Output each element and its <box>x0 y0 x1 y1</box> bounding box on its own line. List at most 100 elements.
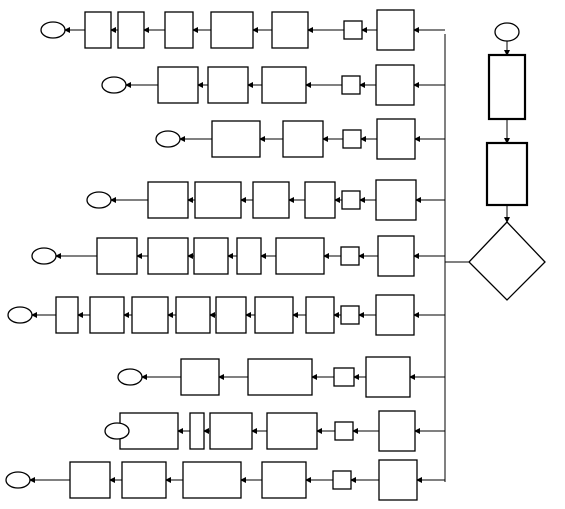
branch-3-step-3 <box>282 120 324 158</box>
branch-1-step-4 <box>210 11 254 49</box>
branch-8-step-5 <box>189 412 205 450</box>
branch-1-step-3 <box>271 11 309 49</box>
decision-node-shape <box>468 221 546 301</box>
branch-9-step-4 <box>182 461 242 499</box>
branch-7-step-1-shape <box>365 356 411 398</box>
nodes <box>5 9 546 501</box>
branch-5-step-5 <box>193 237 229 275</box>
branch-9-step-5-shape <box>121 461 167 499</box>
branch-3-step-1-shape <box>376 118 416 160</box>
end-node-9-shape <box>5 471 31 489</box>
branch-3-step-2 <box>342 129 362 149</box>
branch-1-step-1-shape <box>376 9 415 51</box>
branch-7-step-3-shape <box>247 358 313 396</box>
process-box-2 <box>485 141 529 207</box>
branch-5-step-5-shape <box>193 237 229 275</box>
branch-1-step-2 <box>343 20 363 40</box>
branch-4-step-2-shape <box>341 190 361 210</box>
end-node-5 <box>31 247 57 265</box>
branch-7-step-1 <box>365 356 411 398</box>
branch-6-step-1-shape <box>375 294 415 336</box>
branch-9-step-5 <box>121 461 167 499</box>
end-node-4-shape <box>86 191 112 209</box>
end-node-7-shape <box>117 368 143 386</box>
branch-3-step-3-shape <box>282 120 324 158</box>
branch-5-step-4 <box>236 237 262 275</box>
branch-4-step-4 <box>252 181 290 219</box>
branch-5-step-6-shape <box>147 237 189 275</box>
branch-6-step-7 <box>131 296 169 334</box>
branch-5-step-1 <box>377 235 415 277</box>
branch-1-step-1 <box>376 9 415 51</box>
branch-7-step-4-shape <box>180 358 220 396</box>
end-node-6 <box>7 306 33 324</box>
branch-4-step-5-shape <box>194 181 242 219</box>
branch-6-step-6 <box>175 296 211 334</box>
branch-2-step-5 <box>157 66 199 104</box>
branch-9-step-3-shape <box>261 461 307 499</box>
branch-1-step-3-shape <box>271 11 309 49</box>
branch-6-step-9-shape <box>55 296 79 334</box>
branch-8-step-4 <box>209 412 253 450</box>
end-node-2 <box>101 76 127 94</box>
branch-3-step-4 <box>211 120 261 158</box>
branch-9-step-3 <box>261 461 307 499</box>
branch-4-step-4-shape <box>252 181 290 219</box>
branch-4-step-1-shape <box>375 179 417 221</box>
branch-3-step-1 <box>376 118 416 160</box>
branch-2-step-3 <box>261 66 307 104</box>
branch-6-step-4 <box>254 296 294 334</box>
branch-8-step-4-shape <box>209 412 253 450</box>
branch-2-step-2 <box>341 75 361 95</box>
branch-6-step-3 <box>305 296 335 334</box>
branch-1-step-5 <box>164 11 194 49</box>
branch-9-step-6 <box>69 461 111 499</box>
branch-6-step-4-shape <box>254 296 294 334</box>
branch-8-step-2-shape <box>334 421 354 441</box>
branch-1-step-4-shape <box>210 11 254 49</box>
branch-4-step-3 <box>304 181 336 219</box>
start-node-shape <box>494 22 520 42</box>
branch-1-step-2-shape <box>343 20 363 40</box>
branch-5-step-6 <box>147 237 189 275</box>
branch-9-step-6-shape <box>69 461 111 499</box>
branch-5-step-2-shape <box>340 246 360 266</box>
branch-2-step-5-shape <box>157 66 199 104</box>
branch-6-step-8 <box>89 296 125 334</box>
end-node-8 <box>104 422 130 440</box>
branch-7-step-2-shape <box>333 367 355 387</box>
branch-2-step-1-shape <box>375 64 415 106</box>
branch-5-step-2 <box>340 246 360 266</box>
end-node-7 <box>117 368 143 386</box>
process-box-1-shape <box>487 53 527 121</box>
decision-node <box>468 221 546 301</box>
end-node-2-shape <box>101 76 127 94</box>
branch-6-step-2-shape <box>340 305 360 325</box>
branch-7-step-4 <box>180 358 220 396</box>
branch-1-step-5-shape <box>164 11 194 49</box>
branch-8-step-2 <box>334 421 354 441</box>
end-node-4 <box>86 191 112 209</box>
branch-4-step-5 <box>194 181 242 219</box>
branch-9-step-4-shape <box>182 461 242 499</box>
end-node-6-shape <box>7 306 33 324</box>
process-box-1 <box>487 53 527 121</box>
branch-7-step-2 <box>333 367 355 387</box>
branch-9-step-1-shape <box>378 459 418 501</box>
branch-9-step-2 <box>332 470 352 490</box>
start-node <box>494 22 520 42</box>
branch-2-step-4-shape <box>207 66 249 104</box>
branch-6-step-5-shape <box>215 296 247 334</box>
branch-9-step-1 <box>378 459 418 501</box>
branch-2-step-4 <box>207 66 249 104</box>
process-box-2-shape <box>485 141 529 207</box>
branch-8-step-1-shape <box>378 410 416 452</box>
branch-4-step-1 <box>375 179 417 221</box>
branch-4-step-3-shape <box>304 181 336 219</box>
branch-5-step-3-shape <box>275 237 325 275</box>
branch-5-step-1-shape <box>377 235 415 277</box>
branch-6-step-3-shape <box>305 296 335 334</box>
connectors <box>29 27 510 483</box>
